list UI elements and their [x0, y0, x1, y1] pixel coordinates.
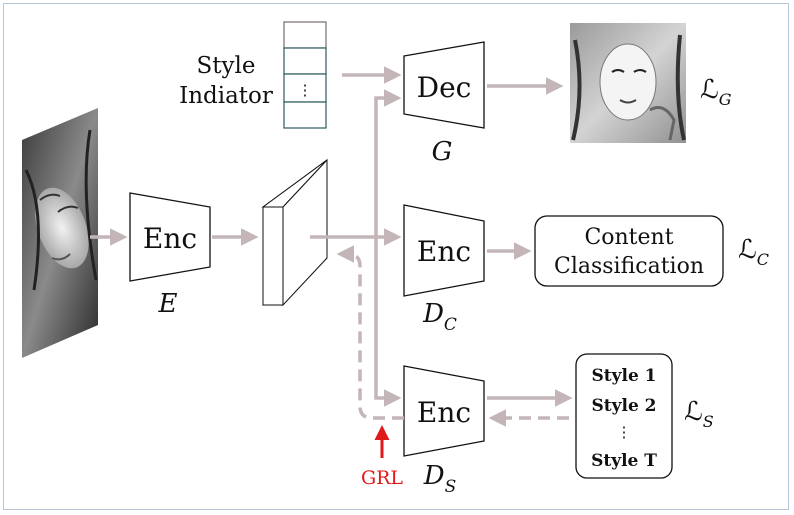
content-discriminator-block: [403, 204, 485, 297]
content-classification-box: [534, 215, 724, 287]
style-class-1: Style 1: [591, 366, 656, 386]
grl-label: GRL: [361, 467, 403, 489]
content-discriminator-symbol: DC: [422, 299, 457, 335]
style-class-2: Style 2: [591, 396, 656, 416]
style-indicator-label-line1: Style: [197, 53, 256, 79]
style-loss-symbol: ℒ: [684, 397, 703, 427]
generator-loss-sub: G: [719, 90, 732, 109]
encoder-block: [129, 192, 211, 282]
generator-loss-symbol: ℒ: [700, 75, 719, 105]
content-loss-symbol: ℒ: [738, 235, 757, 265]
style-class-t: Style T: [591, 451, 657, 471]
encoder-block-label: Enc: [143, 222, 197, 255]
arrow-grl-reverse: [336, 245, 404, 420]
style-discriminator-symbol-sub: S: [445, 477, 457, 497]
style-class-ellipsis: ⋮: [617, 423, 632, 441]
style-discriminator-block-label: Enc: [417, 396, 471, 429]
style-indicator-label-line2: Indiator: [179, 83, 273, 109]
content-classification-line1: Content: [584, 225, 673, 250]
content-loss-sub: C: [757, 250, 769, 269]
style-discriminator-block: [403, 365, 485, 457]
decoder-block: [403, 41, 485, 129]
style-loss-sub: S: [703, 412, 714, 431]
style-loss: ℒS: [684, 397, 714, 431]
feature-map: [261, 158, 328, 307]
content-discriminator-symbol-sub: C: [444, 315, 457, 335]
style-discriminator-symbol-main: D: [423, 461, 445, 491]
decoder-block-label: Dec: [417, 71, 472, 104]
style-indicator-dots: ⋮: [298, 81, 313, 99]
content-discriminator-symbol-main: D: [422, 299, 444, 329]
style-indicator-vector: [283, 21, 327, 129]
generator-symbol: G: [432, 137, 453, 167]
output-portrait-image: [570, 23, 686, 143]
encoder-symbol: E: [158, 289, 178, 319]
diagram-frame: [3, 3, 789, 510]
arrow-feature-to-style-disc: [374, 237, 402, 407]
content-classification-line2: Classification: [554, 254, 704, 279]
content-loss: ℒC: [738, 235, 769, 269]
input-portrait-image: [22, 108, 98, 358]
style-discriminator-symbol: DS: [423, 461, 457, 497]
arrow-feature-to-decoder: [374, 89, 402, 237]
generator-loss: ℒG: [700, 75, 732, 109]
arrows: [90, 66, 573, 427]
style-classes-box: [575, 353, 673, 479]
content-discriminator-block-label: Enc: [417, 235, 471, 268]
